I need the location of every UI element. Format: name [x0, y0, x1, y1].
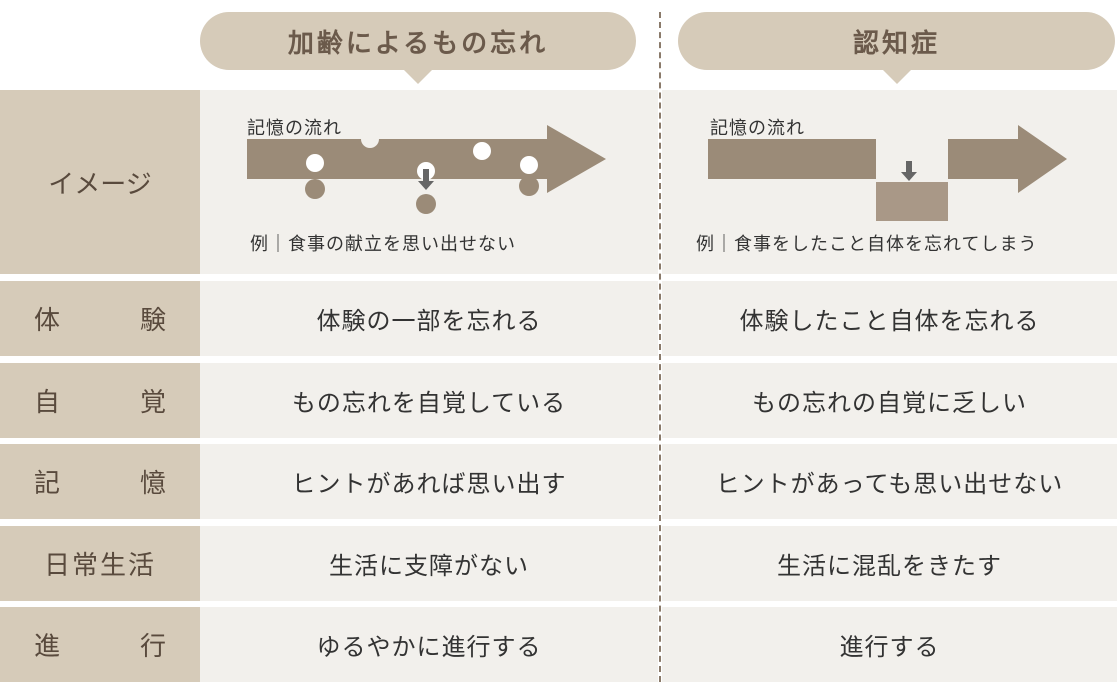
- label-awareness: 自 覚: [0, 363, 200, 438]
- memory-gap-dot: [361, 130, 379, 148]
- example-right: 例｜食事をしたこと自体を忘れてしまう: [696, 234, 1038, 255]
- label-char: 自: [34, 388, 61, 418]
- flow-label-right: 記憶の流れ: [710, 118, 805, 139]
- down-arrow-icon: [418, 169, 434, 190]
- forgotten-piece-dot: [416, 194, 436, 214]
- memory-flow-bar: [708, 139, 876, 179]
- label-daily-life: 日常生活: [0, 526, 200, 601]
- cell-progression-right: 進行する: [662, 607, 1117, 682]
- label-char: 体: [34, 306, 61, 336]
- cell-experience-left: 体験の一部を忘れる: [200, 281, 658, 356]
- label-experience: 体 験: [0, 281, 200, 356]
- memory-flow-diagram-left: [247, 125, 606, 214]
- memory-gap-dot: [306, 154, 324, 172]
- cell-daily-life-right: 生活に混乱をきたす: [662, 526, 1117, 601]
- cell-image-right: 記憶の流れ 例｜食事をしたこと自体を忘れてしまう: [662, 90, 1117, 274]
- label-char: 記: [34, 469, 61, 499]
- cell-awareness-left: もの忘れを自覚している: [200, 363, 658, 438]
- down-arrow-icon: [901, 161, 917, 181]
- cell-awareness-right: もの忘れの自覚に乏しい: [662, 363, 1117, 438]
- label-char: 行: [139, 632, 166, 662]
- label-char: 憶: [139, 469, 166, 499]
- cell-experience-right: 体験したこと自体を忘れる: [662, 281, 1117, 356]
- forgotten-block: [876, 182, 948, 221]
- label-progression: 進 行: [0, 607, 200, 682]
- row-image: イメージ 記憶の流れ 例｜食事の献立を思い出せない 記憶の流れ 例｜食事をしたこ…: [0, 90, 1117, 274]
- row-experience: 体 験 体験の一部を忘れる 体験したこと自体を忘れる: [0, 281, 1117, 356]
- cell-progression-left: ゆるやかに進行する: [200, 607, 658, 682]
- row-daily-life: 日常生活 生活に支障がない 生活に混乱をきたす: [0, 526, 1117, 601]
- cell-memory-left: ヒントがあれば思い出す: [200, 444, 658, 519]
- row-awareness: 自 覚 もの忘れを自覚している もの忘れの自覚に乏しい: [0, 363, 1117, 438]
- forgotten-piece-dot: [305, 179, 325, 199]
- row-memory: 記 憶 ヒントがあれば思い出す ヒントがあっても思い出せない: [0, 444, 1117, 519]
- label-image: イメージ: [0, 90, 200, 274]
- memory-flow-diagram-right: [708, 125, 1067, 221]
- label-char: 覚: [139, 388, 166, 418]
- memory-flow-arrow-right: [948, 125, 1067, 193]
- cell-memory-right: ヒントがあっても思い出せない: [662, 444, 1117, 519]
- header-dementia: 認知症: [678, 12, 1115, 84]
- label-memory: 記 憶: [0, 444, 200, 519]
- label-char: 験: [139, 306, 166, 336]
- row-progression: 進 行 ゆるやかに進行する 進行する: [0, 607, 1117, 682]
- column-divider: [659, 12, 661, 682]
- memory-gap-dot: [473, 142, 491, 160]
- cell-image-left: 記憶の流れ 例｜食事の献立を思い出せない: [200, 90, 658, 274]
- memory-gap-dot: [520, 156, 538, 174]
- example-left: 例｜食事の献立を思い出せない: [250, 234, 516, 255]
- cell-daily-life-left: 生活に支障がない: [200, 526, 658, 601]
- flow-label-left: 記憶の流れ: [247, 118, 342, 139]
- forgotten-piece-dot: [519, 176, 539, 196]
- header-age-related-forgetfulness: 加齢によるもの忘れ: [200, 12, 636, 84]
- label-char: 進: [34, 632, 61, 662]
- memory-flow-arrow-left: [247, 125, 606, 193]
